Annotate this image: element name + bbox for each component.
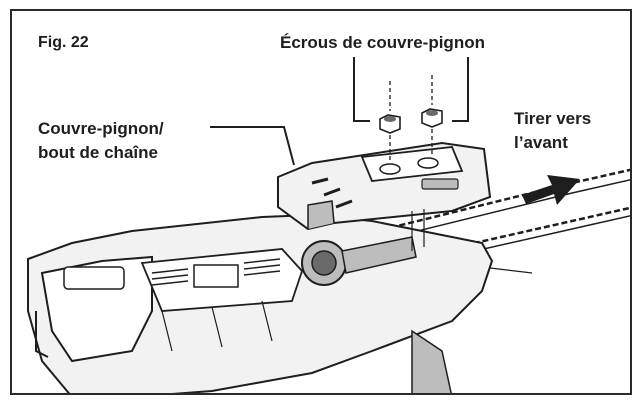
sprocket-cover-nuts xyxy=(379,75,443,161)
sprocket-nuts-callout: Écrous de couvre-pignon xyxy=(280,33,485,52)
pull-forward-callout-line2: l’avant xyxy=(514,133,568,152)
sprocket-cover-callout-line1: Couvre-pignon/ xyxy=(38,119,164,138)
leader-lines xyxy=(210,57,469,166)
figure-number: Fig. 22 xyxy=(38,34,89,51)
sprocket-cover xyxy=(277,141,492,251)
pull-forward-callout: Tirer vers l’avant xyxy=(514,107,591,155)
saw-housing xyxy=(27,213,494,393)
sprocket-cover-callout-line2: bout de chaîne xyxy=(38,143,158,162)
sprocket-cover-callout: Couvre-pignon/ bout de chaîne xyxy=(38,117,164,165)
drive-sprocket xyxy=(301,236,417,286)
pull-forward-arrow xyxy=(522,175,580,205)
pull-forward-callout-line1: Tirer vers xyxy=(514,109,592,128)
saw-illustration xyxy=(27,57,630,393)
figure-frame: Fig. 22 Écrous de couvre-pignon Couvre-p… xyxy=(10,9,632,395)
